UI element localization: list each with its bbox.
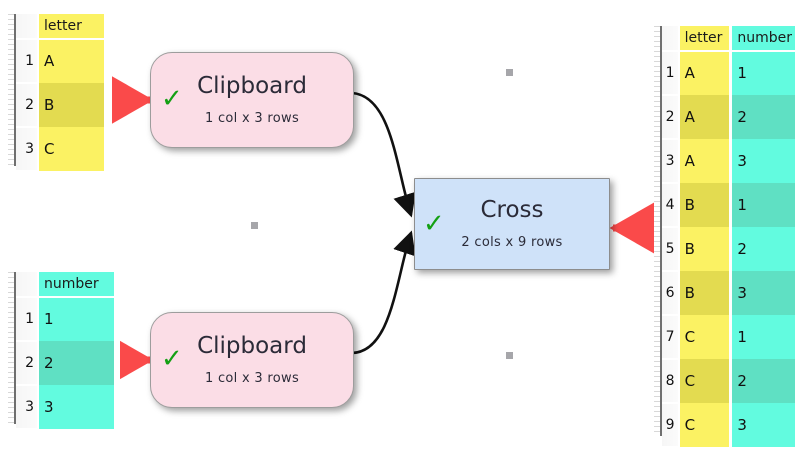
cell-letter[interactable]: B: [38, 83, 107, 127]
cell-letter[interactable]: A: [678, 139, 733, 183]
node-subtitle: 1 col x 3 rows: [204, 371, 300, 386]
canvas-dot: [251, 222, 258, 229]
row-header[interactable]: 2: [16, 83, 39, 128]
cell-letter[interactable]: C: [678, 359, 733, 403]
row-header[interactable]: 6: [662, 271, 680, 316]
table-grid: number 1 1 2 2 3 3: [16, 272, 117, 430]
check-mark-icon: ✓: [423, 209, 445, 239]
cell-letter[interactable]: C: [38, 127, 107, 171]
row-header[interactable]: 1: [16, 297, 39, 342]
check-mark-icon: ✓: [161, 84, 183, 114]
node-title: Clipboard: [197, 333, 307, 359]
wire-clipboard-top-to-cross: [351, 91, 416, 218]
node-title: Cross: [480, 197, 544, 223]
cell-number[interactable]: 3: [730, 139, 798, 183]
number-source-table[interactable]: number 1 1 2 2 3 3: [8, 272, 120, 430]
cell-number[interactable]: 1: [38, 297, 117, 341]
cell-number[interactable]: 3: [730, 403, 798, 447]
table-ruler: [654, 26, 660, 436]
canvas-dot: [506, 352, 513, 359]
check-mark-icon: ✓: [161, 344, 183, 374]
table-row: 2 B: [16, 83, 107, 128]
row-header[interactable]: 4: [662, 183, 680, 228]
cell-letter[interactable]: C: [678, 315, 733, 359]
cell-letter[interactable]: A: [678, 95, 733, 139]
cell-number[interactable]: 3: [38, 385, 117, 429]
table-row: 3 3: [16, 385, 117, 430]
row-header[interactable]: 1: [16, 39, 39, 84]
cell-letter[interactable]: C: [678, 403, 733, 447]
row-header[interactable]: 1: [662, 51, 680, 96]
table-ruler: [8, 14, 14, 166]
table-frame: letter 1 A 2 B 3 C: [14, 14, 112, 172]
cell-number[interactable]: 2: [730, 227, 798, 271]
table-header-row: number: [16, 272, 117, 298]
letter-source-table[interactable]: letter 1 A 2 B 3 C: [8, 14, 112, 172]
column-header-number[interactable]: number: [38, 272, 117, 298]
cell-number[interactable]: 3: [730, 271, 798, 315]
row-header[interactable]: 5: [662, 227, 680, 272]
table-grid: letter 1 A 2 B 3 C: [16, 14, 107, 172]
node-title: Clipboard: [197, 73, 307, 99]
row-header[interactable]: 7: [662, 315, 680, 360]
cell-letter[interactable]: B: [678, 227, 733, 271]
column-header-letter[interactable]: letter: [38, 14, 107, 40]
corner-cell: [662, 26, 680, 52]
table-row: 3 C: [16, 127, 107, 172]
row-header[interactable]: 3: [662, 139, 680, 184]
row-header[interactable]: 3: [16, 127, 39, 172]
corner-cell: [16, 272, 39, 298]
cell-number[interactable]: 1: [730, 51, 798, 95]
cell-number[interactable]: 1: [730, 315, 798, 359]
cell-number[interactable]: 2: [38, 341, 117, 385]
canvas-dot: [506, 69, 513, 76]
row-header[interactable]: 3: [16, 385, 39, 430]
row-header[interactable]: 2: [16, 341, 39, 386]
cell-number[interactable]: 1: [730, 183, 798, 227]
cell-letter[interactable]: B: [678, 271, 733, 315]
row-header[interactable]: 9: [662, 403, 680, 448]
cell-letter[interactable]: A: [38, 39, 107, 83]
table-frame: number 1 1 2 2 3 3: [14, 272, 120, 430]
corner-cell: [16, 14, 39, 40]
cell-number[interactable]: 2: [730, 95, 798, 139]
column-header-number[interactable]: number: [730, 26, 798, 52]
cell-letter[interactable]: B: [678, 183, 733, 227]
node-cross[interactable]: Cross 2 cols x 9 rows ✓: [414, 178, 610, 270]
table-row: 1 1: [16, 297, 117, 342]
node-subtitle: 2 cols x 9 rows: [461, 235, 563, 250]
node-clipboard-bottom[interactable]: Clipboard 1 col x 3 rows ✓: [150, 312, 354, 408]
cell-letter[interactable]: A: [678, 51, 733, 95]
wire-clipboard-bottom-to-cross: [351, 230, 416, 355]
cell-number[interactable]: 2: [730, 359, 798, 403]
row-header[interactable]: 8: [662, 359, 680, 404]
node-subtitle: 1 col x 3 rows: [204, 111, 300, 126]
column-header-letter[interactable]: letter: [678, 26, 733, 52]
row-header[interactable]: 2: [662, 95, 680, 140]
table-row: 1 A: [16, 39, 107, 84]
table-header-row: letter: [16, 14, 107, 40]
table-ruler: [8, 272, 14, 424]
node-clipboard-top[interactable]: Clipboard 1 col x 3 rows ✓: [150, 52, 354, 148]
table-row: 2 2: [16, 341, 117, 386]
